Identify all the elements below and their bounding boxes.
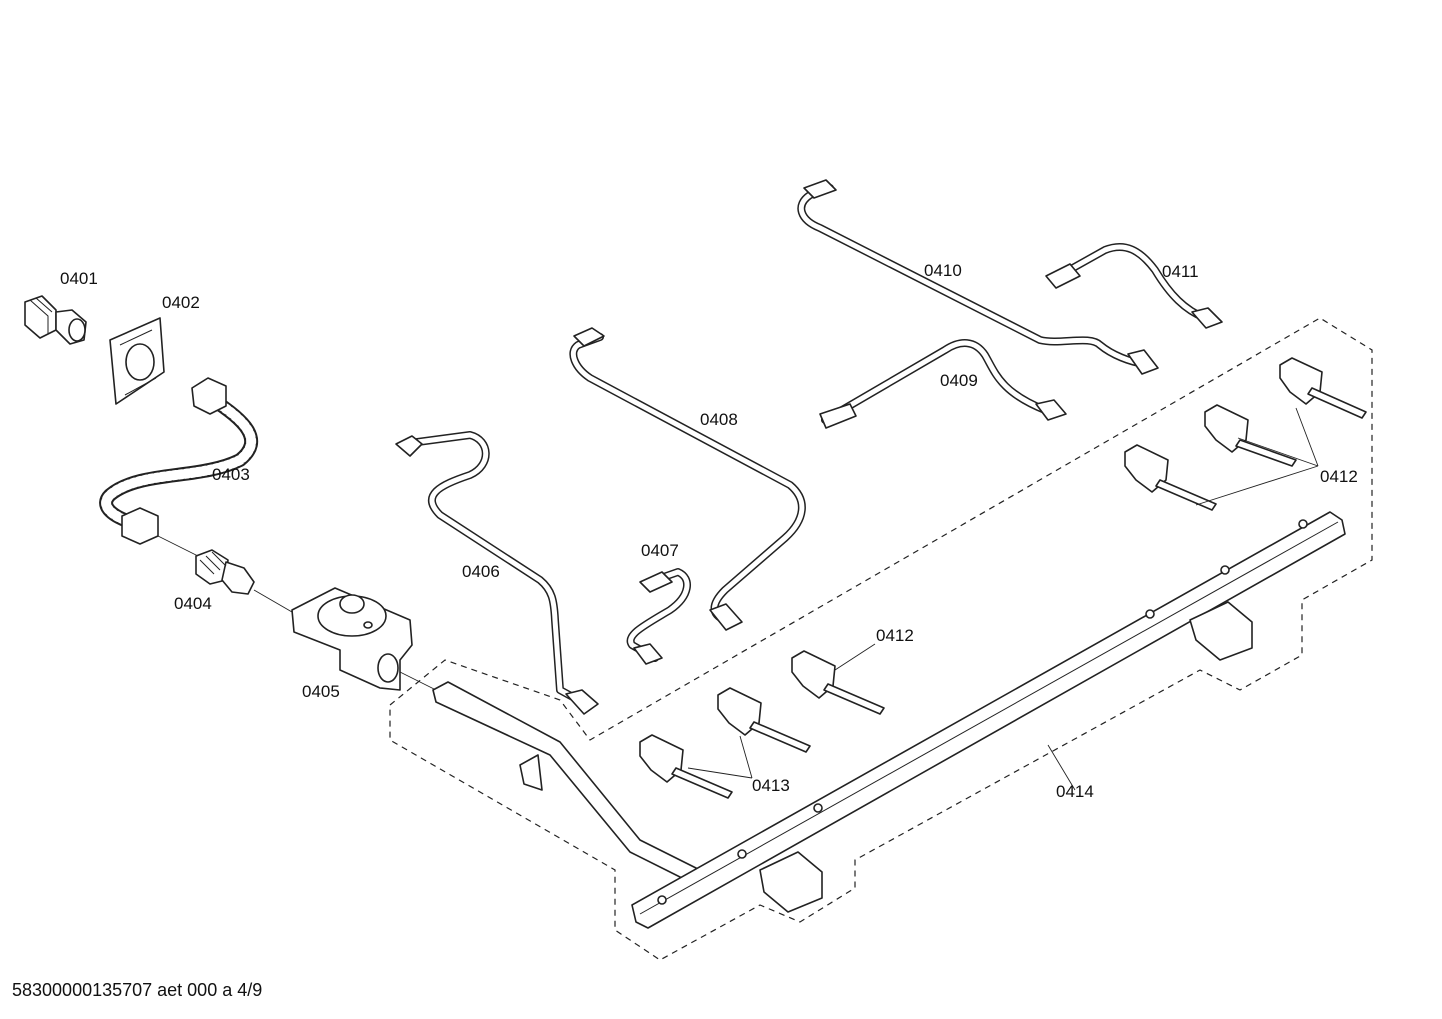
flex-hose-0403[interactable] [99, 377, 259, 545]
leader-0413 [687, 735, 753, 779]
label-0403: 0403 [212, 465, 250, 484]
valve-0413-b[interactable] [639, 734, 733, 799]
valve-0413-a[interactable] [717, 687, 811, 753]
leader-0414 [1047, 744, 1076, 791]
label-0402: 0402 [162, 293, 200, 312]
tube-0407[interactable] [626, 568, 691, 665]
label-0412-mid: 0412 [876, 626, 914, 645]
label-0401: 0401 [60, 269, 98, 288]
fitting-0401[interactable] [24, 295, 87, 345]
label-0407: 0407 [641, 541, 679, 560]
assembly-outline [389, 317, 1373, 961]
label-0411: 0411 [1162, 262, 1199, 281]
bracket-0402[interactable] [109, 317, 165, 405]
tube-0410[interactable] [797, 179, 1159, 375]
manifold-inlet-pipe[interactable] [432, 681, 701, 883]
label-0409: 0409 [940, 371, 978, 390]
valve-0412-d[interactable] [791, 650, 885, 715]
drawing-reference: 58300000135707 aet 000 a 4/9 [12, 980, 263, 1000]
leader-0404-0405 [253, 589, 293, 613]
leader-0412-mid [834, 643, 876, 671]
tube-0411[interactable] [1045, 242, 1223, 329]
label-0408: 0408 [700, 410, 738, 429]
label-0406: 0406 [462, 562, 500, 581]
valve-0412-b[interactable] [1204, 404, 1297, 467]
label-0414: 0414 [1056, 782, 1094, 801]
valve-0412-a[interactable] [1279, 357, 1367, 419]
tube-0406[interactable] [395, 431, 599, 715]
label-0412-right: 0412 [1320, 467, 1358, 486]
regulator-0405[interactable] [291, 587, 413, 691]
label-0404: 0404 [174, 594, 212, 613]
label-0413: 0413 [752, 776, 790, 795]
adapter-0404[interactable] [195, 549, 255, 595]
leader-0405-manifold [399, 671, 437, 691]
leader-0412-right [1195, 407, 1319, 506]
tube-0409[interactable] [819, 339, 1067, 429]
manifold-bar-0414[interactable] [631, 511, 1346, 929]
label-0410: 0410 [924, 261, 962, 280]
leader-0403-0404 [157, 535, 199, 557]
tube-0408[interactable] [569, 327, 806, 631]
valve-0412-c[interactable] [1124, 444, 1217, 511]
label-0405: 0405 [302, 682, 340, 701]
